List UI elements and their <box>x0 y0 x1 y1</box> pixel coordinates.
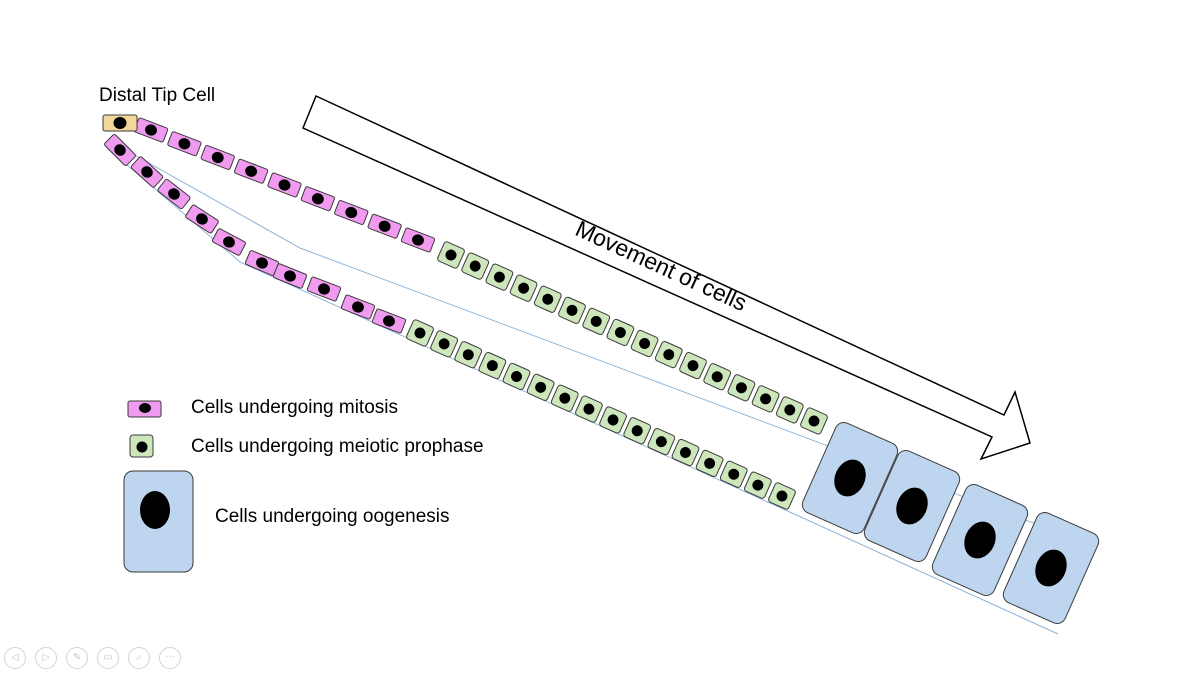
mitosis-cell <box>340 294 376 320</box>
meiotic-cell <box>509 274 538 302</box>
legend-meiotic-label: Cells undergoing meiotic prophase <box>191 436 484 457</box>
oogenesis-cell <box>801 421 899 535</box>
meiotic-cell <box>599 406 627 434</box>
mitosis-cell <box>272 263 308 289</box>
mitosis-cell <box>200 145 235 170</box>
pen-icon[interactable]: ✎ <box>66 647 88 669</box>
mitosis-cell <box>211 228 247 256</box>
mitosis-cell <box>400 227 436 253</box>
oogenesis-cell <box>1002 511 1100 625</box>
meiotic-cell <box>533 285 562 313</box>
meiotic-cell <box>744 471 772 499</box>
movement-arrow: Movement of cells <box>302 94 1031 461</box>
oogenesis-cell <box>863 449 961 563</box>
legend-oogenesis-swatch <box>123 470 194 573</box>
meiotic-cell <box>768 482 796 510</box>
meiotic-cell <box>454 341 483 369</box>
meiotic-cell <box>502 362 531 391</box>
distal-tip-label: Distal Tip Cell <box>99 85 215 106</box>
meiotic-cell <box>430 330 458 358</box>
meiotic-cell <box>775 396 804 424</box>
meiotic-cell <box>406 319 434 347</box>
oogenesis-cell <box>931 483 1029 597</box>
mitosis-cell <box>300 186 335 212</box>
meiotic-cell <box>751 385 780 413</box>
meiotic-cell <box>800 407 828 435</box>
meiotic-cell <box>703 363 732 391</box>
meiotic-cell <box>630 329 659 358</box>
mitosis-cell <box>133 117 169 143</box>
mitosis-cell <box>104 134 136 166</box>
legend-mitosis-swatch <box>127 400 162 418</box>
meiotic-cell <box>478 351 507 380</box>
legend-meiotic-swatch <box>129 434 154 458</box>
meiotic-cell <box>695 449 724 478</box>
meiotic-cell <box>558 296 586 324</box>
meiotic-cell <box>550 384 579 412</box>
meiotic-cell <box>719 460 748 488</box>
legend-oogenesis-label: Cells undergoing oogenesis <box>215 506 450 527</box>
meiotic-cell <box>671 438 700 467</box>
meiotic-cell <box>647 428 676 456</box>
more-icon[interactable]: ··· <box>159 647 181 669</box>
mitosis-cell <box>157 178 191 210</box>
mitosis-cell <box>267 172 302 198</box>
mitosis-cell <box>234 158 269 184</box>
meiotic-cell <box>679 352 707 380</box>
mitosis-cell <box>167 131 202 157</box>
meiotic-cell <box>623 417 652 445</box>
meiotic-cell <box>727 374 756 402</box>
mitosis-cell <box>306 276 342 302</box>
meiotic-cell <box>485 263 514 291</box>
previous-icon[interactable]: ◁ <box>4 647 26 669</box>
meiotic-cell <box>461 252 490 280</box>
distal-tip-cell <box>102 114 138 132</box>
mitosis-cell <box>185 204 219 234</box>
legend-mitosis-label: Cells undergoing mitosis <box>191 397 398 418</box>
mitosis-cell <box>334 200 369 225</box>
slideshow-toolbar: ◁ ▷ ✎ ▭ ⌕ ··· <box>4 647 181 669</box>
mitosis-cell <box>367 213 402 239</box>
cell-layer <box>102 114 1100 625</box>
slides-icon[interactable]: ▭ <box>97 647 119 669</box>
movement-label: Movement of cells <box>572 215 751 316</box>
meiotic-cell <box>654 340 683 369</box>
next-icon[interactable]: ▷ <box>35 647 57 669</box>
meiotic-cell <box>582 307 611 336</box>
mitosis-cell <box>371 308 407 334</box>
meiotic-cell <box>575 395 603 423</box>
zoom-icon[interactable]: ⌕ <box>128 647 150 669</box>
mitosis-cell <box>130 156 164 188</box>
meiotic-cell <box>606 318 635 347</box>
meiotic-cell <box>437 241 465 269</box>
meiotic-cell <box>526 373 555 401</box>
